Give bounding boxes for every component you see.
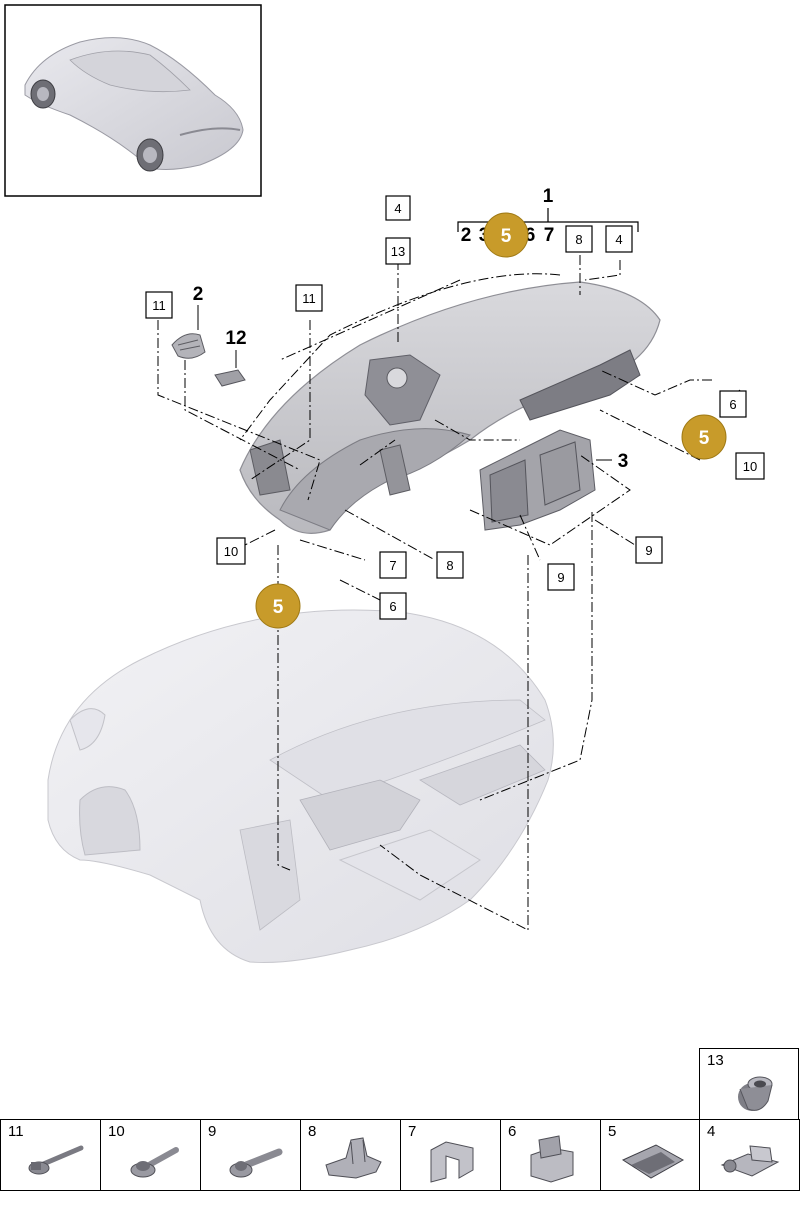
long-bolt-icon bbox=[28, 1145, 84, 1175]
svg-text:9: 9 bbox=[557, 570, 564, 585]
badge-5-right: 5 bbox=[681, 414, 727, 460]
speed-nut-icon bbox=[621, 1144, 685, 1179]
callout-left-11: 11 bbox=[145, 291, 173, 319]
svg-text:6: 6 bbox=[389, 599, 396, 614]
vehicle-body-shell bbox=[47, 609, 554, 963]
legend-cell-9: 9 bbox=[200, 1119, 301, 1191]
spring-clip-icon bbox=[325, 1137, 382, 1179]
part-label-3: 3 bbox=[618, 451, 629, 472]
legend-number: 8 bbox=[308, 1123, 317, 1140]
legend-number: 5 bbox=[608, 1123, 617, 1140]
legend-number: 4 bbox=[707, 1123, 716, 1140]
legend-cell-13: 13 bbox=[699, 1048, 799, 1121]
cage-nut-icon bbox=[720, 1145, 780, 1177]
spacer-sleeve-icon bbox=[738, 1076, 773, 1111]
legend-cell-8: 8 bbox=[300, 1119, 401, 1191]
shoulder-bolt-icon bbox=[229, 1148, 283, 1178]
callout-bot-8: 8 bbox=[436, 551, 464, 579]
dashboard-bracket bbox=[479, 429, 596, 531]
leader-lines bbox=[157, 255, 741, 931]
callout-bot-7: 7 bbox=[379, 551, 407, 579]
sub-label-6: 6 bbox=[525, 225, 536, 246]
callout-right-4: 4 bbox=[605, 225, 633, 253]
svg-text:7: 7 bbox=[389, 558, 396, 573]
dashboard-carrier bbox=[239, 281, 661, 534]
legend-number: 13 bbox=[707, 1052, 724, 1069]
legend-cell-7: 7 bbox=[400, 1119, 501, 1191]
legend-number: 11 bbox=[8, 1123, 24, 1140]
legend-cell-4: 4 bbox=[699, 1119, 800, 1191]
callout-mid-9: 9 bbox=[547, 563, 575, 591]
badge-5-left: 5 bbox=[255, 583, 301, 629]
svg-text:4: 4 bbox=[394, 201, 401, 216]
svg-text:6: 6 bbox=[729, 397, 736, 412]
svg-text:11: 11 bbox=[302, 291, 316, 306]
callout-right-9: 9 bbox=[635, 536, 663, 564]
svg-text:8: 8 bbox=[446, 558, 453, 573]
svg-text:4: 4 bbox=[615, 232, 622, 247]
legend-number: 9 bbox=[208, 1123, 217, 1140]
callout-left-10: 10 bbox=[216, 537, 246, 565]
callout-bot-6: 6 bbox=[379, 592, 407, 620]
svg-text:9: 9 bbox=[645, 543, 652, 558]
callout-top-4: 4 bbox=[385, 195, 411, 221]
svg-text:5: 5 bbox=[273, 597, 284, 618]
flange-screw-icon bbox=[130, 1147, 179, 1178]
u-clip-icon bbox=[430, 1141, 474, 1183]
svg-text:5: 5 bbox=[501, 226, 512, 247]
legend-number: 7 bbox=[408, 1123, 417, 1140]
svg-text:8: 8 bbox=[575, 232, 582, 247]
clip-part-12 bbox=[214, 369, 246, 387]
legend-cell-6: 6 bbox=[500, 1119, 601, 1191]
legend-number: 10 bbox=[108, 1123, 125, 1140]
sub-label-2: 2 bbox=[461, 225, 472, 246]
badge-5-top: 5 bbox=[483, 212, 529, 258]
callout-mid-11: 11 bbox=[295, 284, 323, 312]
callout-top-13: 13 bbox=[385, 237, 411, 265]
svg-text:5: 5 bbox=[699, 428, 710, 449]
callout-right-6: 6 bbox=[719, 390, 747, 418]
sub-label-7: 7 bbox=[544, 225, 555, 246]
vehicle-overview-thumbnail bbox=[4, 4, 262, 197]
legend-cell-11: 11 bbox=[0, 1119, 101, 1191]
svg-text:13: 13 bbox=[391, 244, 405, 259]
legend-number: 6 bbox=[508, 1123, 517, 1140]
svg-text:10: 10 bbox=[743, 459, 757, 474]
callout-right-8: 8 bbox=[565, 225, 593, 253]
legend-cell-5: 5 bbox=[600, 1119, 701, 1191]
air-vent-part bbox=[171, 333, 206, 359]
legend-cell-10: 10 bbox=[100, 1119, 201, 1191]
box-clip-icon bbox=[530, 1135, 574, 1183]
part-label-12: 12 bbox=[225, 328, 246, 349]
callout-right-10: 10 bbox=[735, 452, 765, 480]
svg-text:10: 10 bbox=[224, 544, 238, 559]
part-label-2: 2 bbox=[193, 284, 204, 305]
group-label-1: 1 bbox=[543, 186, 554, 207]
car-silhouette bbox=[24, 37, 244, 172]
group-bracket bbox=[457, 208, 639, 232]
svg-text:11: 11 bbox=[152, 298, 166, 313]
